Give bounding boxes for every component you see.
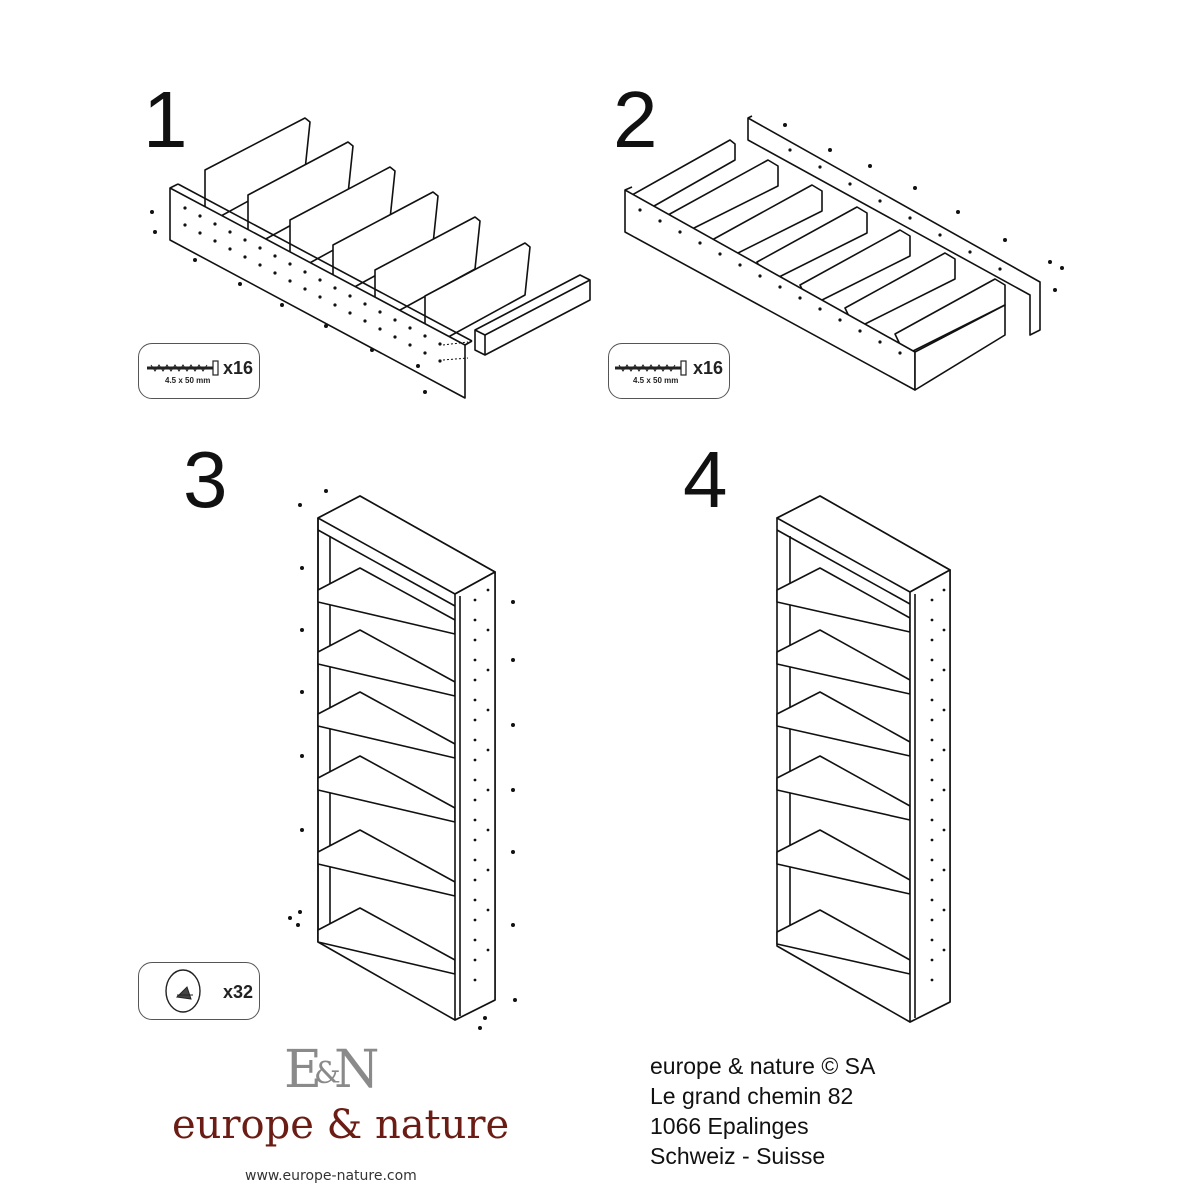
screw-icon (147, 360, 219, 376)
step-number-1: 1 (143, 75, 188, 164)
logo-letter-n: N (334, 1040, 380, 1100)
screw-quantity-step2: x16 (693, 358, 724, 378)
screw-quantity-step1: x16 (223, 358, 254, 378)
step3-illustration (288, 489, 517, 1030)
step-number-4: 4 (683, 435, 728, 524)
logo-ampersand: & (314, 1056, 341, 1091)
step2-illustration (624, 115, 1064, 391)
brand-logo-mark: E & N (284, 1040, 394, 1100)
hardware-box-step3: x32 (138, 962, 260, 1020)
step1-illustration (150, 117, 591, 399)
address-line-3: 1066 Epalinges (650, 1113, 809, 1139)
screw-dimension: 4.5 x 50 mm (165, 376, 211, 385)
hardware-box-step1: 4.5 x 50 mm x16 (138, 343, 260, 399)
address-line-4: Schweiz - Suisse (650, 1143, 826, 1169)
address-line-1: europe & nature © SA (650, 1053, 876, 1079)
hardware-box-step2: 4.5 x 50 mm x16 (608, 343, 730, 399)
step-number-3: 3 (183, 435, 228, 524)
cam-fitting-icon (165, 969, 201, 1013)
logo-letter-e: E (284, 1040, 322, 1100)
brand-name: europe & nature (172, 1102, 510, 1148)
cam-quantity: x32 (223, 982, 254, 1002)
step4-illustration (776, 495, 951, 1023)
step-number-2: 2 (613, 75, 658, 164)
address-line-2: Le grand chemin 82 (650, 1083, 854, 1109)
website-link[interactable]: www.europe-nature.com (245, 1168, 417, 1184)
screw-icon (615, 360, 687, 376)
screw-dimension: 4.5 x 50 mm (633, 376, 679, 385)
